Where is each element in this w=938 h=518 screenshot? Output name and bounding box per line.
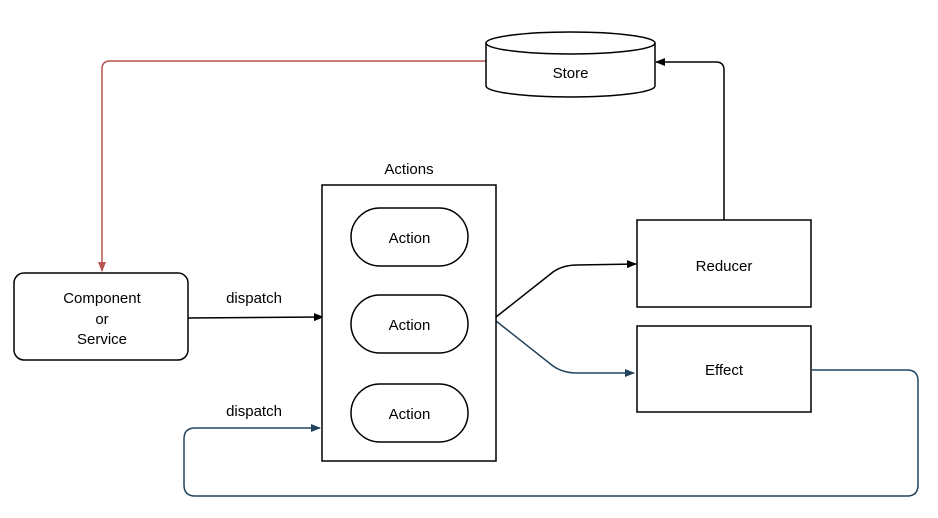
edge-reducer-to-store <box>655 58 725 220</box>
component-label-line-3: Service <box>77 331 127 348</box>
edge-actions-to-reducer <box>495 260 637 318</box>
component-label-line-2: or <box>95 311 108 328</box>
component-label-line-1: Component <box>63 290 141 307</box>
reducer-node: Reducer <box>636 219 812 308</box>
action-pill-1 <box>350 207 469 267</box>
action-label-1: Action <box>389 230 431 247</box>
component-box <box>13 272 189 361</box>
action-label-3: Action <box>389 406 431 423</box>
edge-actions-to-effect <box>495 320 635 377</box>
actions-group: Actions Action Action Action <box>321 161 497 462</box>
actions-group-title: Actions <box>384 161 433 178</box>
store-node: Store <box>485 31 656 98</box>
dispatch-label-bottom: dispatch <box>226 403 282 420</box>
action-label-2: Action <box>389 317 431 334</box>
edge-effect-to-actions <box>183 369 919 497</box>
effect-box <box>636 325 812 413</box>
dispatch-label-top: dispatch <box>226 290 282 307</box>
action-pill-2 <box>350 294 469 354</box>
reducer-box <box>636 219 812 308</box>
edge-component-to-actions <box>187 313 324 322</box>
component-node: Component or Service <box>13 272 189 361</box>
action-pill-3 <box>350 383 469 443</box>
edge-store-to-component <box>98 60 486 272</box>
store-cylinder-body <box>485 43 656 98</box>
effect-label: Effect <box>705 362 744 379</box>
reducer-label: Reducer <box>696 258 753 275</box>
store-cylinder-top <box>485 31 656 55</box>
store-label: Store <box>553 65 589 82</box>
effect-node: Effect <box>636 325 812 413</box>
